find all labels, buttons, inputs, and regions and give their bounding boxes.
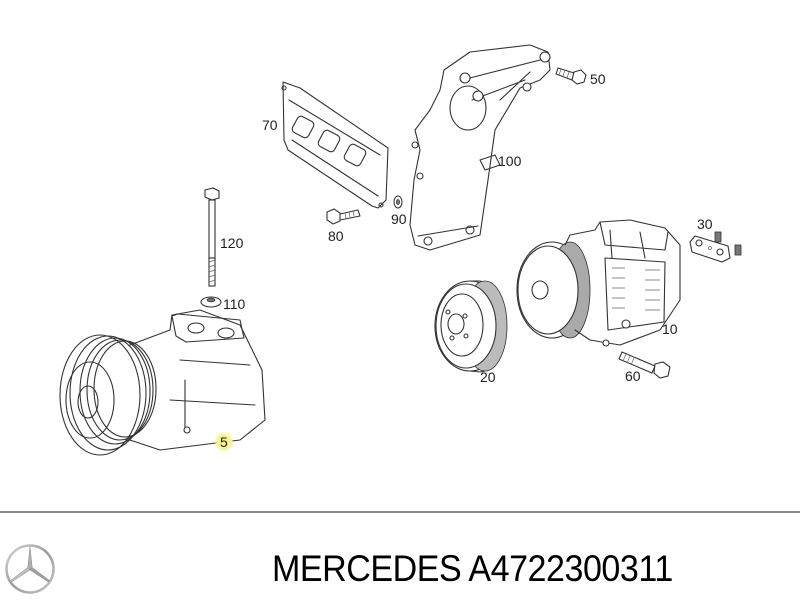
callout-90[interactable]: 90 [391,211,407,227]
callout-10[interactable]: 10 [662,321,678,337]
part-30-seal-plate [689,231,742,263]
callout-80[interactable]: 80 [328,228,344,244]
part-50-bolt [555,67,587,85]
part-80-bolt [326,208,361,225]
callout-60[interactable]: 60 [625,368,641,384]
callout-70[interactable]: 70 [262,117,278,133]
callout-20[interactable]: 20 [480,369,496,385]
page-title: MERCEDES A4722300311 [272,548,673,589]
part-120-bolt [204,187,220,287]
part-5-compressor [59,309,266,456]
part-60-bolt [618,351,671,379]
mercedes-star-icon [4,543,56,595]
callout-5-highlighted[interactable]: 5 [215,432,233,452]
divider-line [0,511,800,513]
callout-30[interactable]: 30 [697,216,713,232]
part-110-washer [200,296,222,308]
callout-100[interactable]: 100 [498,153,522,169]
part-70-gasket [281,81,389,209]
callout-120[interactable]: 120 [220,235,244,251]
callout-110[interactable]: 110 [223,296,246,312]
part-20-pulley [434,280,508,373]
parts-diagram: 70 80 90 100 50 120 110 30 10 20 60 5 [59,44,742,456]
part-100-bracket [409,44,551,251]
part-90-washer [393,195,403,209]
part-10-compressor [516,219,681,347]
parts-illustration [59,44,742,456]
callout-50[interactable]: 50 [590,71,606,87]
